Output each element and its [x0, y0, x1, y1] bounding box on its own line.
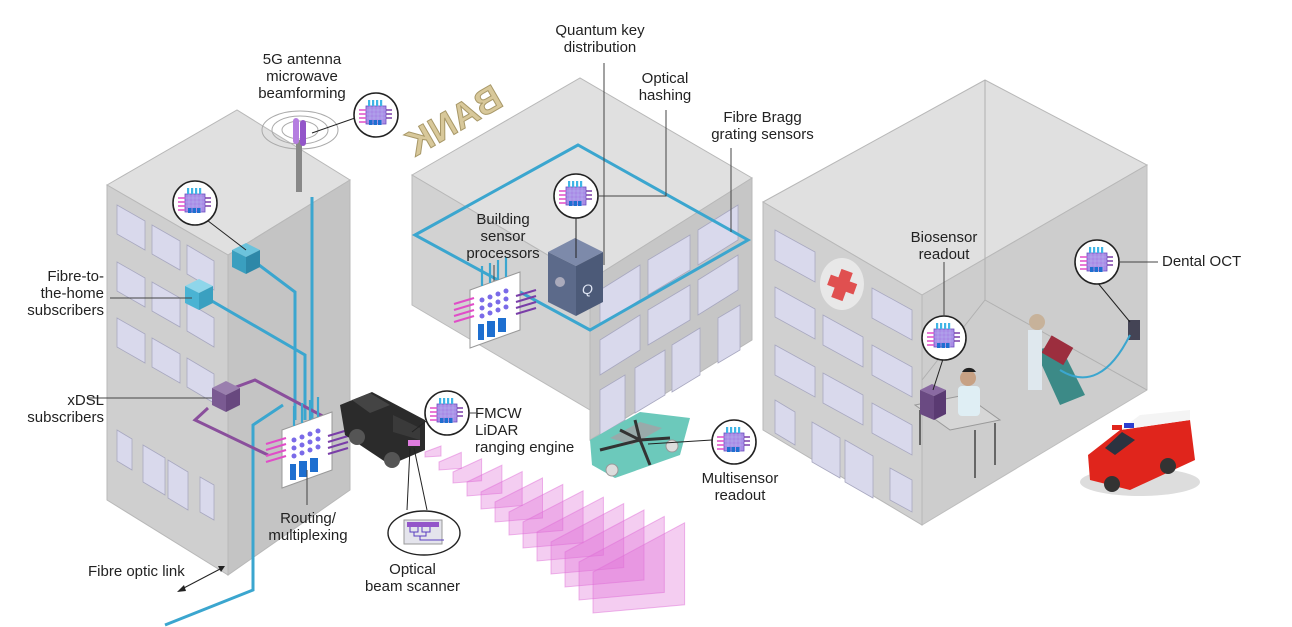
leader-scanner-b — [413, 447, 428, 511]
chip-icon-qkd — [553, 173, 599, 219]
xdsl-node — [212, 381, 240, 412]
chip-icon-biosensor — [921, 315, 967, 361]
fibre-link-arrow-icon — [179, 567, 223, 591]
qkd-letter: Q — [582, 281, 593, 297]
label-routing: Routing/ multiplexing — [268, 510, 348, 544]
bank-building: BANK Q — [398, 63, 753, 441]
beam-scanner-icon — [387, 510, 461, 556]
lidar-beam-sheet — [424, 445, 442, 458]
label-scanner: Optical beam scanner — [364, 561, 461, 595]
ftth-node-lower — [185, 279, 213, 310]
label-xdsl: xDSL subscribers — [27, 392, 104, 426]
label-fbg: Fibre Bragg grating sensors — [711, 109, 814, 143]
red-cross-icon — [820, 258, 864, 310]
label-ftth: Fibre-to- the-home subscribers — [27, 268, 104, 319]
windows — [116, 204, 215, 521]
label-bsp: Building sensor processors — [466, 211, 540, 262]
dental-chair-icon — [1028, 314, 1140, 405]
leader-hashing — [598, 110, 667, 197]
label-antenna: 5G antenna microwave beamforming — [258, 51, 346, 102]
label-fibre-link: Fibre optic link — [88, 563, 185, 580]
label-lidar: FMCW LiDAR ranging engine — [475, 405, 575, 456]
lidar-beam-sheet — [550, 502, 625, 575]
chip-icon-multisensor — [711, 419, 757, 465]
lidar-beam-sheet — [508, 483, 564, 536]
lidar-beam-icon — [424, 445, 686, 614]
label-multisensor: Multisensor readout — [701, 470, 779, 504]
lidar-beam-sheet — [438, 451, 462, 471]
chip-icon-lidar — [424, 390, 470, 436]
leader-antenna — [311, 117, 356, 134]
ambulance-icon — [1080, 410, 1200, 496]
leader-scanner-a — [406, 447, 411, 511]
fibre-lines — [164, 197, 314, 627]
scientist-icon — [958, 367, 980, 416]
label-qkd: Quantum key distribution — [555, 22, 645, 56]
hospital-building — [761, 79, 1158, 526]
leader-biosensor-chip — [932, 355, 945, 391]
leader-dental-chip — [1096, 281, 1131, 323]
car-icon — [590, 412, 690, 478]
chip-icon-antenna — [353, 92, 399, 138]
antenna-icon — [261, 110, 339, 192]
leader-multisensor-chip — [647, 439, 713, 445]
telecom-building — [88, 92, 399, 627]
label-biosensor: Biosensor readout — [910, 229, 978, 263]
label-hashing: Optical hashing — [638, 70, 692, 104]
jeep-icon — [340, 392, 425, 468]
label-dental: Dental OCT — [1162, 253, 1242, 270]
lidar-beam-sheet — [494, 477, 543, 523]
lidar-beam-sheet — [466, 464, 503, 497]
lidar-beam-sheet — [578, 515, 665, 601]
chip-icon-ftth — [172, 180, 218, 226]
lidar-beam-sheet — [452, 458, 483, 484]
lidar-beam-sheet — [536, 496, 604, 562]
chip-icon-dental — [1074, 239, 1120, 285]
lidar-beam-sheet — [592, 521, 686, 614]
